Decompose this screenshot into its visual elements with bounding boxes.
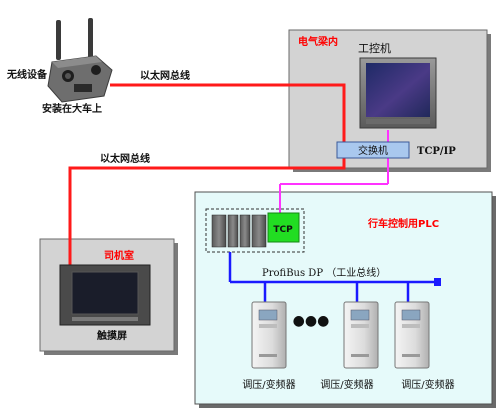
antenna-left: [56, 20, 61, 60]
ethernet-label-left: 以太网总线: [100, 152, 150, 165]
ethernet-label-top: 以太网总线: [140, 69, 190, 82]
tcp-label: TCP: [273, 225, 293, 235]
vfd-drive-3: [394, 301, 430, 369]
profibus-label: ProfiBus DP （工业总线）: [262, 266, 386, 279]
ipc-label: 工控机: [358, 41, 391, 55]
profibus-lines: [228, 252, 441, 302]
ellipsis-dots: ●●●: [293, 313, 330, 329]
vfd-label-2: 调压/变频器: [320, 378, 373, 391]
wireless-device: [47, 18, 113, 103]
ethernet-bus-lines: [68, 83, 346, 265]
ipc-screen: [366, 63, 430, 117]
touchscreen-label: 触摸屏: [96, 329, 127, 342]
vfd-drive-2: [343, 301, 379, 369]
electrical-room-title: 电气梁内: [298, 35, 338, 48]
cab-title: 司机室: [104, 249, 134, 262]
industrial-pc: [359, 57, 437, 129]
plc-rack: [205, 208, 305, 253]
tcpip-label: TCP/IP: [417, 146, 456, 157]
mounted-label: 安装在大车上: [42, 102, 102, 115]
plc-title: 行车控制用PLC: [367, 217, 439, 230]
vfd-drive-1: [251, 301, 287, 369]
wireless-device-label: 无线设备: [6, 68, 48, 81]
switch-label: 交换机: [358, 144, 388, 157]
vfd-label-1: 调压/变频器: [242, 378, 295, 391]
switch-box: [336, 141, 410, 159]
tcp-module: [267, 212, 300, 243]
vfd-label-3: 调压/变频器: [401, 378, 454, 391]
touchscreen-device: [59, 264, 151, 326]
antenna-right: [88, 18, 93, 58]
touchscreen-display: [71, 271, 139, 315]
